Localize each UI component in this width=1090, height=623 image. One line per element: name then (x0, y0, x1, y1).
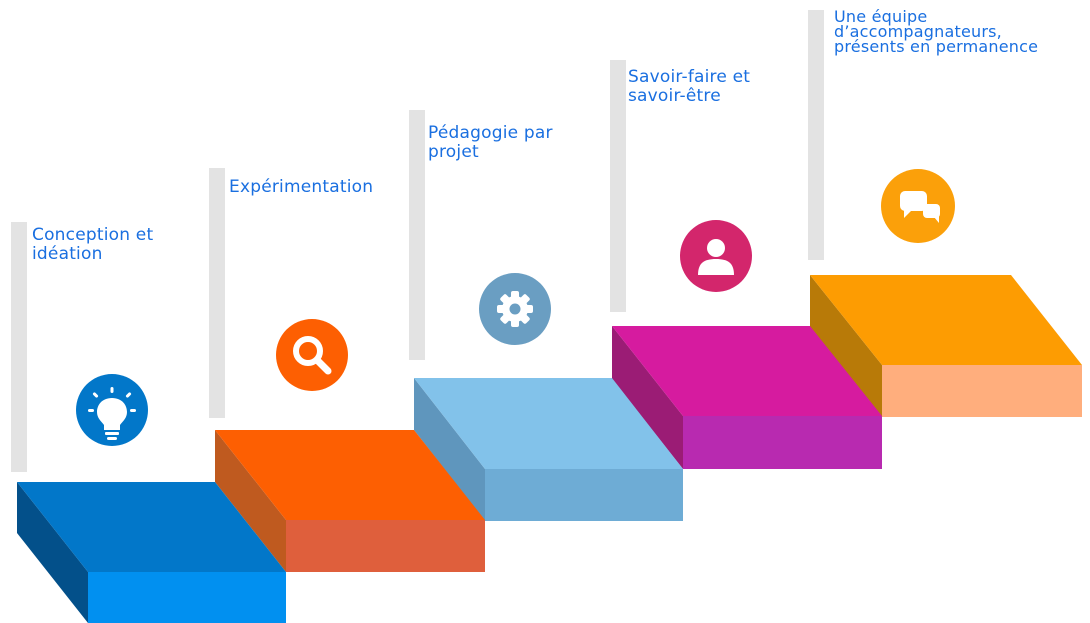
step-3-front (485, 469, 683, 521)
step-5-side (810, 275, 882, 417)
chat-bubbles-icon (881, 169, 955, 243)
marker-bar-1 (11, 222, 27, 472)
marker-bar-4 (610, 60, 626, 312)
step-1-top (17, 482, 286, 572)
step-5-front (882, 365, 1082, 417)
step-1-side (17, 482, 88, 623)
step-1-front (88, 572, 286, 623)
step-2-side (215, 430, 286, 572)
step-4-front (683, 416, 882, 469)
step-3-side (414, 378, 485, 521)
step-5-top (810, 275, 1082, 365)
step-label-3-line-1: Pédagogie par (428, 123, 553, 143)
step-block-5 (810, 275, 1082, 417)
step-label-2-line-1: Expérimentation (229, 177, 374, 197)
step-label-4-line-2: savoir-être (628, 86, 721, 106)
step-label-4-line-1: Savoir-faire et (628, 67, 751, 87)
step-block-1 (17, 482, 286, 623)
lightbulb-icon (76, 374, 148, 446)
marker-bar-3 (409, 110, 425, 360)
step-3-top (414, 378, 683, 469)
step-label-5-line-1: Une équipe (834, 7, 928, 26)
step-label-1: Conception et idéation (32, 226, 153, 264)
step-label-5: Une équipe d’accompagnateurs, présents e… (834, 7, 1039, 56)
step-label-1-line-2: idéation (32, 244, 103, 264)
step-2-top (215, 430, 485, 520)
step-block-2 (215, 430, 485, 572)
step-label-2: Expérimentation (229, 178, 373, 197)
marker-bar-5 (808, 10, 824, 260)
person-icon (680, 220, 752, 292)
magnifier-icon (276, 319, 348, 391)
marker-bar-2 (209, 168, 225, 418)
step-2-front (286, 520, 485, 572)
step-label-3-line-2: projet (428, 142, 479, 162)
step-4-top (612, 326, 882, 416)
step-4-side (612, 326, 683, 469)
step-label-3: Pédagogie par projet (428, 124, 553, 162)
step-label-4: Savoir-faire et savoir-être (628, 68, 750, 106)
step-label-5-line-2: d’accompagnateurs, (834, 22, 1002, 41)
step-label-1-line-1: Conception et (32, 225, 154, 245)
step-block-3 (414, 378, 683, 521)
step-block-4 (612, 326, 882, 469)
gear-icon (479, 273, 551, 345)
step-label-5-line-3: présents en permanence (834, 37, 1039, 56)
